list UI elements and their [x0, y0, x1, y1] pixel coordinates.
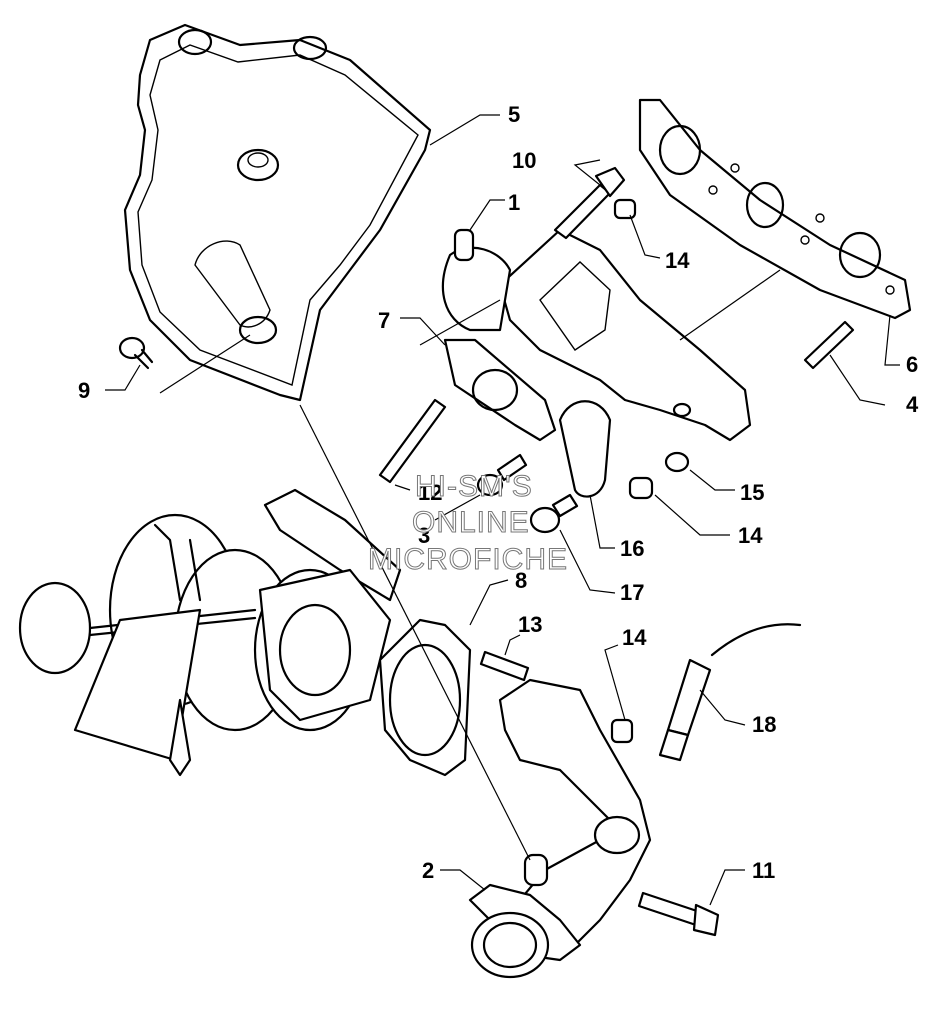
leader-lines — [105, 114, 900, 906]
watermark: HI-SM'S ONLINE MICROFICHE — [368, 470, 568, 577]
callout-13: 13 — [518, 612, 542, 637]
callout-4: 4 — [906, 392, 919, 417]
callout-3: 3 — [418, 523, 430, 548]
bolt-part-11 — [637, 891, 720, 937]
watermark-line-1: HI-SM'S — [415, 470, 533, 503]
stud-part-13 — [479, 650, 530, 682]
callout-labels: 5 10 1 14 7 6 9 4 12 15 3 14 16 8 17 13 … — [78, 102, 919, 883]
callout-12: 12 — [418, 480, 442, 505]
callout-7: 7 — [378, 308, 390, 333]
callout-18: 18 — [752, 712, 776, 737]
callout-5: 5 — [508, 102, 520, 127]
callout-14-top: 14 — [665, 248, 690, 273]
nut-part-14a — [613, 198, 637, 220]
bolt-part-17 — [529, 493, 579, 534]
callout-6: 6 — [906, 352, 918, 377]
exhaust-gasket-part — [638, 98, 912, 320]
bracket-part-16 — [558, 400, 612, 498]
stud-part-4 — [803, 320, 855, 370]
watermark-line-2: ONLINE — [412, 506, 530, 539]
exhaust-elbow-part — [468, 678, 652, 979]
exhaust-manifold-part — [441, 228, 752, 442]
callout-17: 17 — [620, 580, 644, 605]
callout-1: 1 — [508, 190, 520, 215]
nut-part-14b — [628, 476, 654, 500]
callout-14-low: 14 — [622, 625, 647, 650]
callout-9: 9 — [78, 378, 90, 403]
manifold-gasket-part — [443, 338, 557, 442]
callout-15: 15 — [740, 480, 764, 505]
turbo-gasket-part — [378, 618, 472, 777]
bolt-part-3 — [476, 453, 528, 497]
watermark-line-3: MICROFICHE — [368, 543, 568, 576]
bolt-part-10 — [553, 166, 626, 240]
callout-14-mid: 14 — [738, 523, 763, 548]
heat-shield-part — [123, 23, 432, 402]
stud-part-12 — [378, 398, 447, 484]
washer-part-15 — [664, 451, 690, 473]
turbocharger-assembly — [18, 488, 402, 777]
bolt-part-9 — [118, 336, 154, 370]
callout-16: 16 — [620, 536, 644, 561]
callout-2: 2 — [422, 858, 434, 883]
callout-10: 10 — [512, 148, 536, 173]
callout-8: 8 — [515, 568, 527, 593]
nut-part-14c — [610, 718, 634, 744]
callout-11: 11 — [752, 858, 775, 883]
oxygen-sensor-part — [658, 623, 802, 762]
